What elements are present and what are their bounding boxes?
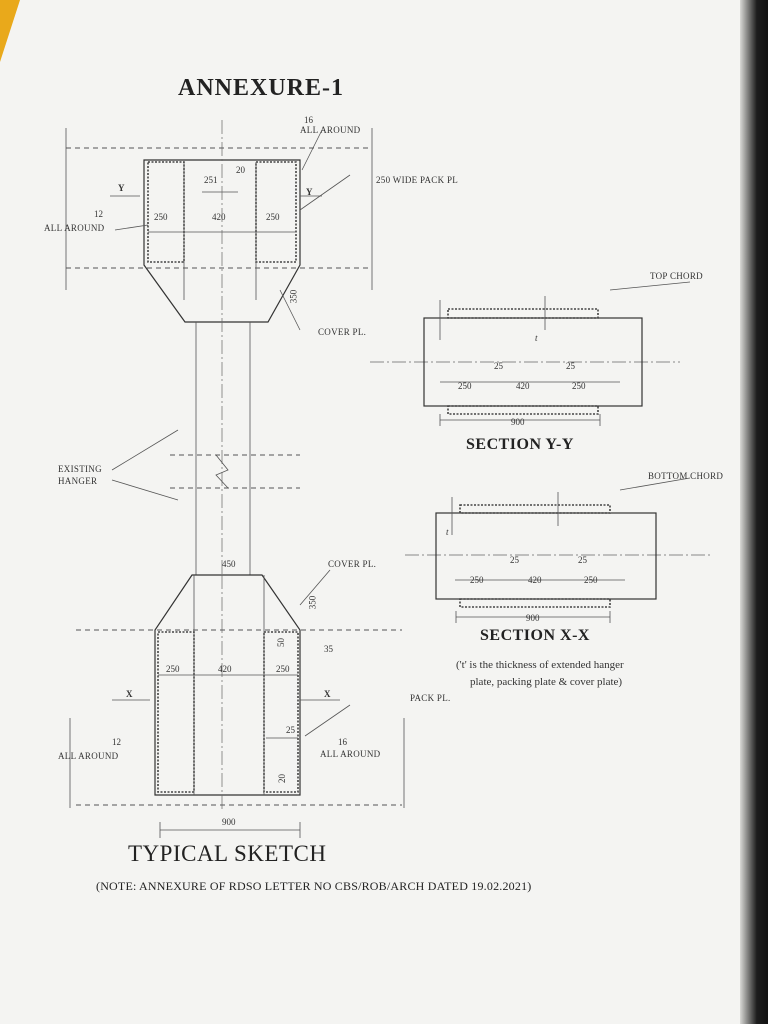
weld-size-12-bottom: 12 (112, 737, 121, 747)
dim-20-bottom: 20 (277, 774, 287, 783)
dim-350-top: 350 (288, 289, 299, 304)
section-y-drawing (370, 281, 691, 426)
weld-size-16-bottom: 16 (338, 737, 347, 747)
dim-420-y: 420 (516, 381, 530, 391)
dim-450: 450 (222, 559, 236, 569)
thickness-note-line-2: plate, packing plate & cover plate) (470, 676, 623, 688)
weld-size-12-top: 12 (94, 209, 103, 219)
dim-250-x-right: 250 (584, 575, 598, 585)
section-x-title: SECTION X-X (480, 627, 590, 644)
scan-edge-shadow (740, 0, 768, 1024)
dim-50-bottom: 50 (276, 638, 286, 647)
cover-plate-label-top: COVER PL. (318, 327, 367, 337)
dim-251: 251 (204, 175, 218, 185)
dim-250-top-right: 250 (266, 212, 280, 222)
all-around-bottom: ALL AROUND (320, 749, 381, 759)
dim-250-bottom-left: 250 (166, 664, 180, 674)
thickness-t-x: t (446, 527, 449, 537)
section-mark-x-left: X (126, 689, 133, 699)
section-mark-x-right: X (324, 689, 331, 699)
dim-420-x: 420 (528, 575, 542, 585)
top-chord-label: TOP CHORD (650, 271, 703, 281)
section-y-title: SECTION Y-Y (466, 436, 574, 453)
weld-size-16-top: 16 (304, 115, 313, 125)
dim-900-y: 900 (511, 417, 525, 427)
dim-25-bottom: 25 (286, 725, 295, 735)
page-title: ANNEXURE-1 (178, 75, 344, 101)
dim-250-x-left: 250 (470, 575, 484, 585)
dim-25-x-left: 25 (510, 555, 519, 565)
existing-hanger-label: EXISTING (58, 464, 102, 474)
dim-25-y-left: 25 (494, 361, 503, 371)
dim-250-top-left: 250 (154, 212, 168, 222)
bottom-joint-drawing (69, 569, 405, 838)
section-mark-y-left: Y (118, 183, 125, 193)
section-x-drawing (405, 477, 710, 623)
dim-250-bottom-right: 250 (276, 664, 290, 674)
dim-20-top: 20 (236, 165, 245, 175)
dim-25-y-right: 25 (566, 361, 575, 371)
pack-plate-label-top: 250 WIDE PACK PL (376, 175, 459, 185)
existing-hanger-drawing (111, 322, 300, 575)
thickness-t-y: t (535, 333, 538, 343)
all-around-label-top: ALL AROUND (300, 125, 361, 135)
thickness-note-line-1: ('t' is the thickness of extended hanger (456, 659, 624, 671)
cover-plate-label-bottom: COVER PL. (328, 559, 377, 569)
top-joint-drawing (65, 120, 373, 340)
dim-250-y-left: 250 (458, 381, 472, 391)
dim-25-x-right: 25 (578, 555, 587, 565)
footer-note: (NOTE: ANNEXURE OF RDSO LETTER NO CBS/RO… (96, 879, 532, 893)
pack-plate-label-bottom: PACK PL. (410, 693, 451, 703)
all-around-left-bottom: ALL AROUND (58, 751, 119, 761)
typical-sketch-title: TYPICAL SKETCH (128, 841, 327, 866)
dim-350-bottom: 350 (307, 595, 318, 610)
dim-420-bottom: 420 (218, 664, 232, 674)
dim-420-top: 420 (212, 212, 226, 222)
section-mark-y-right: Y (306, 187, 313, 197)
dim-900-bottom: 900 (222, 817, 236, 827)
dim-900-x: 900 (526, 613, 540, 623)
bottom-chord-label: BOTTOM CHORD (648, 471, 724, 481)
page-corner-tab (0, 0, 20, 62)
all-around-left-top: ALL AROUND (44, 223, 105, 233)
existing-hanger-label-2: HANGER (58, 476, 98, 486)
dim-35-bottom: 35 (324, 644, 333, 654)
dim-250-y-right: 250 (572, 381, 586, 391)
